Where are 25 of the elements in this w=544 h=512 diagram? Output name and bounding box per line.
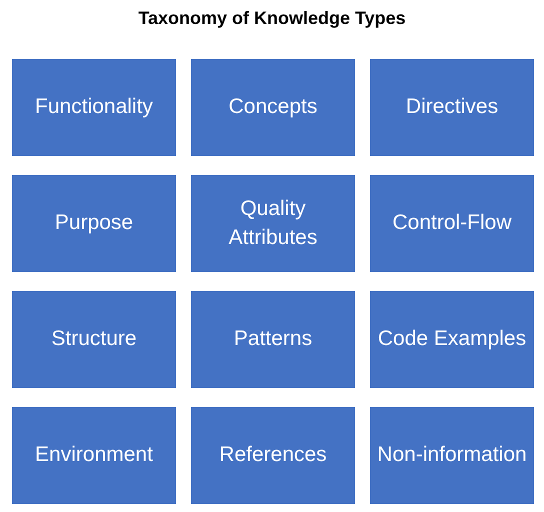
title: Taxonomy of Knowledge Types [137,8,407,29]
category-label: Code Examples [378,326,526,352]
category-label: Environment [35,442,153,468]
category-label: Functionality [35,94,153,120]
category-box [370,291,534,388]
category-box [191,291,355,388]
category-label: References [219,442,327,468]
category-box [191,407,355,504]
category-label: Patterns [234,326,312,352]
category-label: Control-Flow [392,210,512,236]
category-box [12,175,176,272]
category-label: Quality Attributes [228,196,318,250]
category-box [370,59,534,156]
category-box [12,407,176,504]
category-label: Concepts [228,94,318,120]
category-label: Directives [406,94,498,120]
category-label: Purpose [54,210,134,236]
category-box [12,291,176,388]
category-box [191,59,355,156]
category-box [370,407,534,504]
category-box [370,175,534,272]
category-label: Non-information [377,442,527,468]
category-box [191,175,355,272]
category-label: Structure [51,326,137,352]
category-box [12,59,176,156]
